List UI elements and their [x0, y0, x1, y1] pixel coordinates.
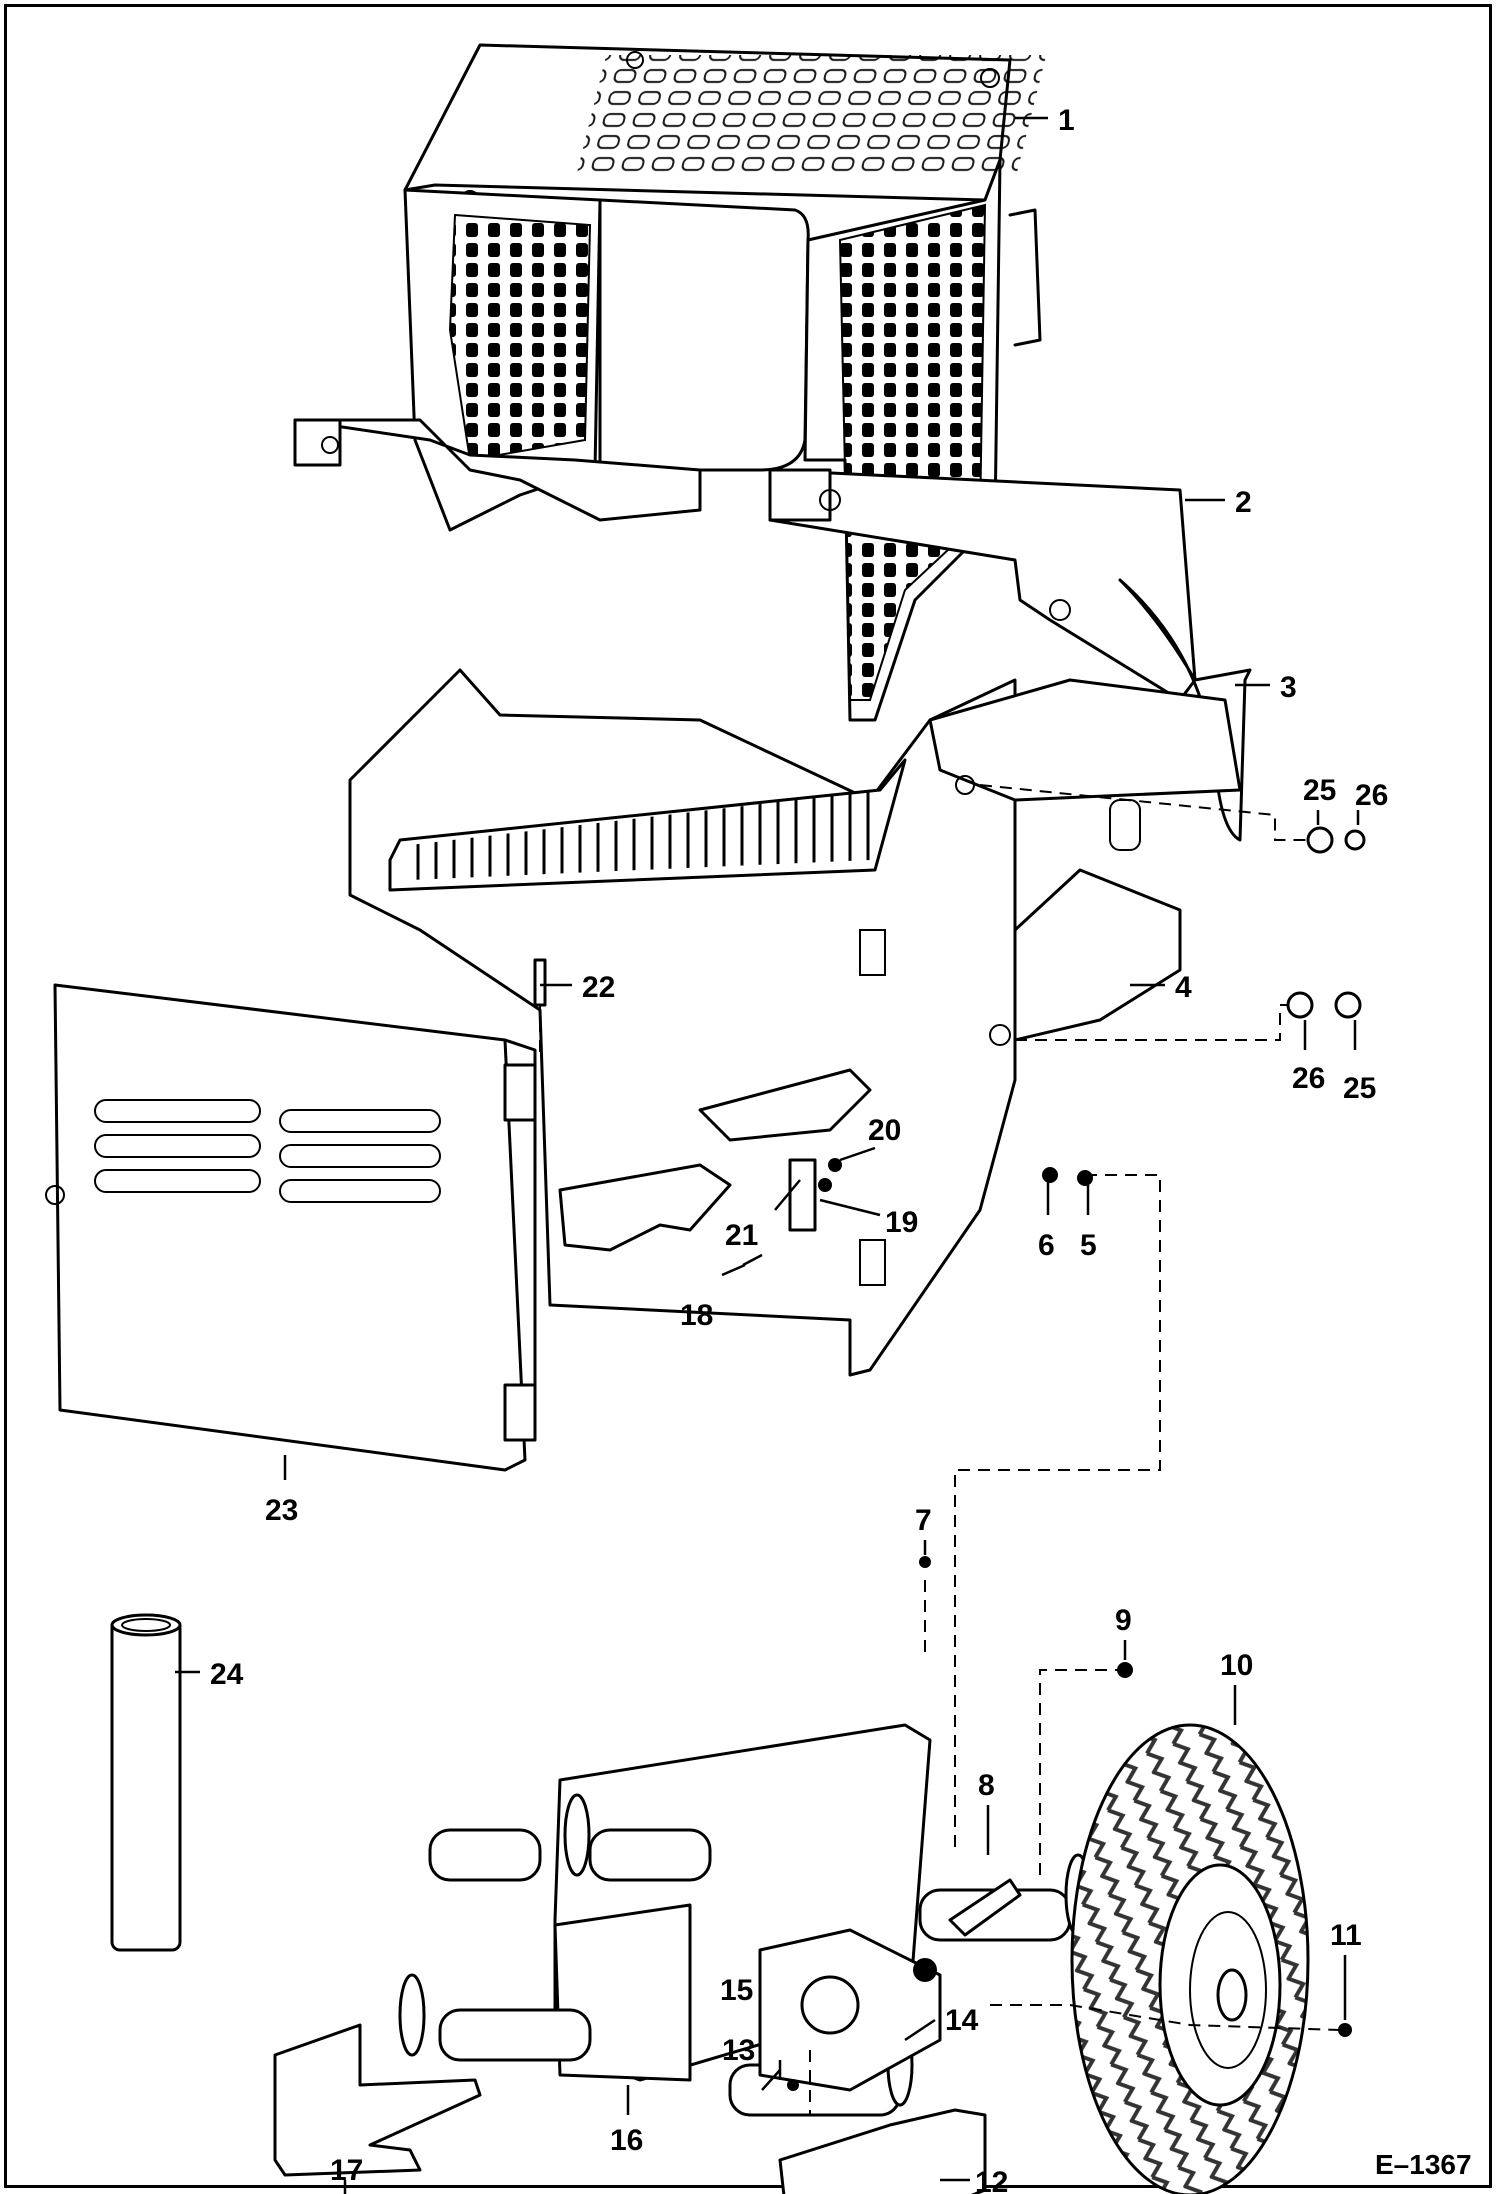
callout-18: 18 [680, 1299, 713, 1332]
callout-10: 10 [1220, 1649, 1253, 1682]
callout-6: 6 [1038, 1229, 1055, 1262]
callout-7: 7 [915, 1504, 932, 1537]
callout-19: 19 [885, 1206, 918, 1239]
callout-17: 17 [330, 2154, 363, 2187]
wheel-tire [1070, 1723, 1310, 2194]
callout-13: 13 [722, 2034, 755, 2067]
callout-5: 5 [1080, 1229, 1097, 1262]
callout-23: 23 [265, 1494, 298, 1527]
callout-14: 14 [945, 2004, 979, 2037]
callout-labels: 1 2 3 4 5 6 7 8 9 10 11 12 13 14 15 16 1… [210, 104, 1472, 2194]
callout-26-bottom: 26 [1292, 1062, 1325, 1095]
chassis-axle-assembly [398, 1723, 1092, 2117]
center-brackets [558, 1068, 872, 1252]
callout-22: 22 [582, 971, 615, 1004]
callout-4: 4 [1175, 971, 1192, 1004]
callout-8: 8 [978, 1769, 995, 1802]
callout-9: 9 [1115, 1604, 1132, 1637]
callout-3: 3 [1280, 671, 1297, 704]
drawing-number: E–1367 [1375, 2149, 1472, 2180]
callout-26-top: 26 [1355, 779, 1388, 812]
main-frame [348, 668, 1242, 1377]
callout-24: 24 [210, 1658, 244, 1691]
drawing-border [4, 4, 1492, 2188]
callout-11: 11 [1330, 1919, 1362, 1952]
leader-lines [175, 116, 1360, 2194]
callout-20: 20 [868, 1114, 901, 1147]
operator-cab [403, 43, 1047, 722]
callout-16: 16 [610, 2124, 643, 2157]
callout-2: 2 [1235, 486, 1252, 519]
callout-1: 1 [1058, 104, 1075, 137]
callout-12: 12 [975, 2166, 1008, 2194]
rear-door [45, 983, 537, 1472]
fenders [273, 2023, 987, 2194]
callout-21: 21 [725, 1219, 758, 1252]
pin-tube [110, 1613, 182, 1952]
callout-25-top: 25 [1303, 774, 1336, 807]
callout-15: 15 [720, 1974, 753, 2007]
callout-25-bottom: 25 [1343, 1072, 1376, 1105]
